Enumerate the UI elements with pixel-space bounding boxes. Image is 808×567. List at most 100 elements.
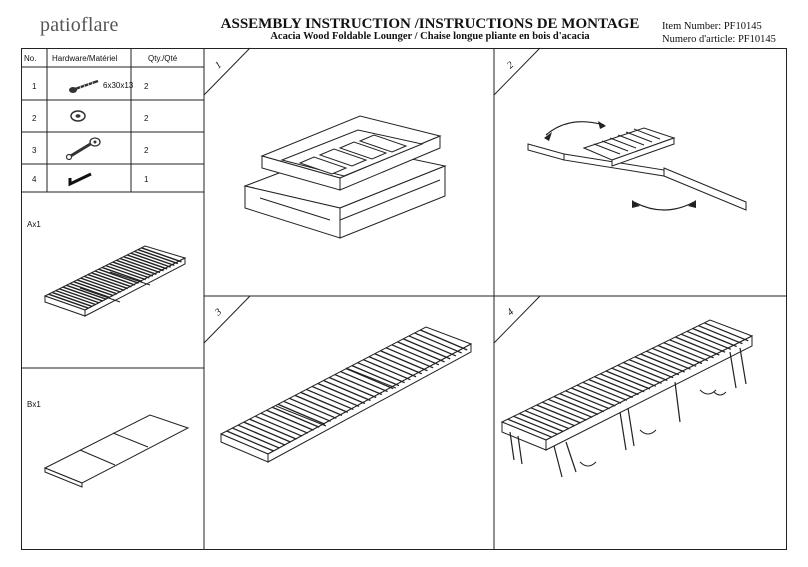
- slat-line: [507, 418, 553, 438]
- slat-line: [391, 344, 440, 366]
- col-header-qty: Qty./Qté: [148, 54, 178, 63]
- slat-line: [420, 329, 468, 351]
- slat-line: [363, 359, 411, 381]
- slat-line: [565, 390, 610, 410]
- row-4-no: 4: [32, 175, 37, 184]
- slat-line: [536, 404, 581, 424]
- cushion-part-b: [43, 414, 190, 488]
- slat-line: [266, 409, 314, 431]
- slat-line: [628, 359, 674, 379]
- washer-icon: [70, 110, 86, 122]
- slat-line: [351, 365, 400, 387]
- slat-line: [226, 430, 274, 452]
- slat-line: [69, 282, 111, 299]
- slat-line: [571, 387, 616, 407]
- slat-line: [94, 270, 136, 286]
- step-4-lounger-with-legs: [500, 319, 754, 478]
- slat-line: [692, 327, 737, 348]
- wrench-icon: [65, 137, 101, 161]
- slat-line: [130, 252, 171, 268]
- slat-line: [232, 427, 280, 449]
- slat-line: [576, 384, 622, 404]
- slat-line: [87, 273, 129, 290]
- slat-line: [59, 288, 100, 304]
- slat-line: [323, 379, 371, 402]
- slat-line: [617, 364, 662, 384]
- document-title: ASSEMBLY INSTRUCTION /INSTRUCTIONS DE MO…: [220, 16, 640, 32]
- slat-line: [294, 394, 343, 416]
- slat-line: [105, 264, 146, 281]
- slat-line: [84, 275, 125, 292]
- slat-line: [414, 332, 462, 354]
- slat-line: [260, 412, 309, 434]
- slat-line: [48, 293, 89, 309]
- slat-line: [669, 339, 714, 359]
- item-number: Item Number: PF10145: [662, 21, 762, 32]
- component-a-label: Ax1: [27, 220, 41, 229]
- row-1-no: 1: [32, 82, 37, 91]
- slat-line: [112, 261, 154, 277]
- slat-line: [237, 424, 286, 446]
- col-header-no: No.: [24, 54, 37, 63]
- slat-line: [698, 325, 743, 345]
- allen-key-icon: [68, 172, 92, 187]
- slat-line: [55, 289, 96, 306]
- document-subtitle: Acacia Wood Foldable Lounger / Chaise lo…: [270, 31, 590, 42]
- slat-line: [559, 393, 605, 413]
- slat-line: [374, 353, 423, 375]
- slat-line: [402, 338, 451, 360]
- slat-line: [137, 248, 179, 265]
- row-1-qty: 2: [144, 82, 149, 91]
- slat-line: [703, 322, 749, 342]
- row-2-no: 2: [32, 114, 37, 123]
- slatted-lounger-part-a: [43, 245, 187, 317]
- row-3-no: 3: [32, 146, 37, 155]
- slat-line: [346, 368, 394, 390]
- slat-line: [101, 266, 143, 283]
- slat-line: [380, 350, 428, 372]
- slat-line: [663, 342, 709, 362]
- slat-line: [397, 341, 445, 363]
- slat-line: [524, 410, 570, 430]
- slat-line: [368, 356, 417, 378]
- slat-line: [385, 347, 434, 369]
- slat-line: [249, 418, 297, 440]
- row-2-qty: 2: [144, 114, 149, 123]
- slat-line: [311, 385, 360, 408]
- slat-line: [651, 347, 697, 367]
- slat-line: [582, 381, 628, 401]
- row-4-qty: 1: [144, 175, 149, 184]
- slat-line: [116, 259, 157, 275]
- slat-line: [109, 263, 150, 279]
- slat-line: [611, 367, 657, 387]
- item-number-block: Item Number: PF10145 Numero d'article: P…: [662, 20, 776, 46]
- slat-line: [300, 391, 348, 413]
- slat-line: [51, 291, 93, 308]
- slat-line: [408, 335, 457, 357]
- slat-line: [634, 356, 680, 376]
- row-3-qty: 2: [144, 146, 149, 155]
- slat-line: [283, 400, 331, 422]
- slat-line: [73, 281, 114, 297]
- slat-line: [553, 395, 599, 416]
- slat-line: [530, 407, 576, 427]
- slat-line: [317, 382, 366, 405]
- slat-line: [357, 362, 405, 384]
- slat-line: [657, 344, 703, 365]
- slat-line: [289, 397, 337, 419]
- screw-icon: [69, 79, 99, 93]
- step-2-unfolding-lounger: [527, 121, 747, 211]
- slat-line: [594, 376, 639, 396]
- slat-line: [277, 403, 326, 425]
- slat-line: [98, 268, 139, 284]
- col-header-hardware: Hardware/Matériel: [52, 54, 118, 63]
- slat-line: [91, 272, 132, 288]
- slat-line: [605, 370, 651, 390]
- slat-line: [588, 378, 633, 399]
- component-b-label: Bx1: [27, 400, 41, 409]
- slat-line: [243, 421, 292, 443]
- slat-line: [680, 333, 726, 353]
- slat-line: [123, 256, 164, 272]
- slat-line: [547, 398, 593, 418]
